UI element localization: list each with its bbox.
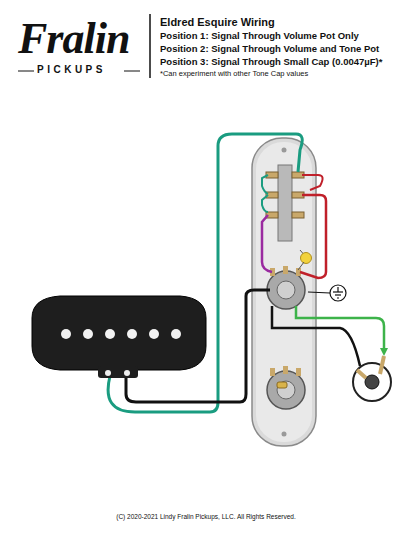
- volume-pot: [267, 271, 305, 309]
- ground-symbol: [330, 285, 346, 301]
- wires: [298, 262, 304, 270]
- logo-wordmark: Fralin: [18, 14, 129, 65]
- logo-subtitle: PICKUPS: [37, 64, 106, 76]
- wires: [308, 292, 330, 293]
- pole-piece: [127, 329, 137, 339]
- control-plate: [282, 432, 287, 437]
- output-jack: [380, 356, 384, 374]
- tone-pot: [270, 368, 275, 376]
- logo-rule: [124, 71, 140, 72]
- title: Eldred Esquire Wiring: [160, 16, 275, 29]
- pole-piece: [171, 329, 181, 339]
- ground-symbol: [335, 294, 341, 295]
- bridge-pickup: [32, 296, 206, 370]
- ground-symbol: [330, 285, 346, 301]
- pole-piece: [61, 329, 181, 339]
- position-note: Position 2: Signal Through Volume and To…: [160, 44, 379, 55]
- copyright: (C) 2020-2021 Lindy Fralin Pickups, LLC.…: [0, 513, 412, 520]
- tone-pot: [283, 366, 288, 374]
- tone-pot: [267, 366, 305, 409]
- tone-cap: [301, 253, 312, 264]
- wires: [262, 215, 272, 272]
- pole-piece: [61, 329, 71, 339]
- volume-pot: [267, 266, 305, 309]
- logo-rule: [18, 14, 150, 78]
- output-jack: [353, 363, 391, 401]
- ground-symbol: [337, 297, 339, 298]
- selector-switch: [266, 165, 304, 241]
- wires: [262, 175, 268, 194]
- ground-symbol: [337, 287, 338, 292]
- bridge-pickup: [98, 366, 138, 378]
- logo-rule: [18, 71, 34, 72]
- pole-piece: [105, 329, 115, 339]
- control-plate: [282, 148, 287, 153]
- footnote: *Can experiment with other Tone Cap valu…: [160, 70, 308, 79]
- ground-symbol: [333, 291, 343, 292]
- selector-switch: [278, 165, 292, 241]
- bridge-pickup: [105, 370, 111, 376]
- tone-pot: [277, 382, 287, 388]
- tone-cap: [300, 250, 312, 264]
- wires: [300, 195, 326, 278]
- output-jack: [353, 356, 391, 401]
- output-jack: [357, 370, 366, 378]
- wires: [302, 175, 323, 190]
- position-note: Position 3: Signal Through Small Cap (0.…: [160, 57, 382, 68]
- pole-piece: [149, 329, 159, 339]
- tone-pot: [296, 368, 301, 376]
- output-jack: [365, 375, 379, 389]
- control-plate: [252, 138, 316, 446]
- position-note: Position 1: Signal Through Volume Pot On…: [160, 31, 359, 42]
- pole-piece: [83, 329, 93, 339]
- selector-switch: [292, 212, 304, 218]
- logo-rule: [149, 14, 151, 78]
- tone-pot: [267, 371, 305, 409]
- tone-pot: [277, 381, 295, 399]
- control-plate: [252, 138, 316, 446]
- wires: [272, 306, 360, 366]
- bridge-pickup: [32, 296, 206, 378]
- wires: [262, 195, 268, 212]
- control-plate: [256, 142, 312, 442]
- volume-pot: [283, 266, 288, 274]
- bridge-pickup: [124, 370, 130, 376]
- volume-pot: [277, 281, 295, 299]
